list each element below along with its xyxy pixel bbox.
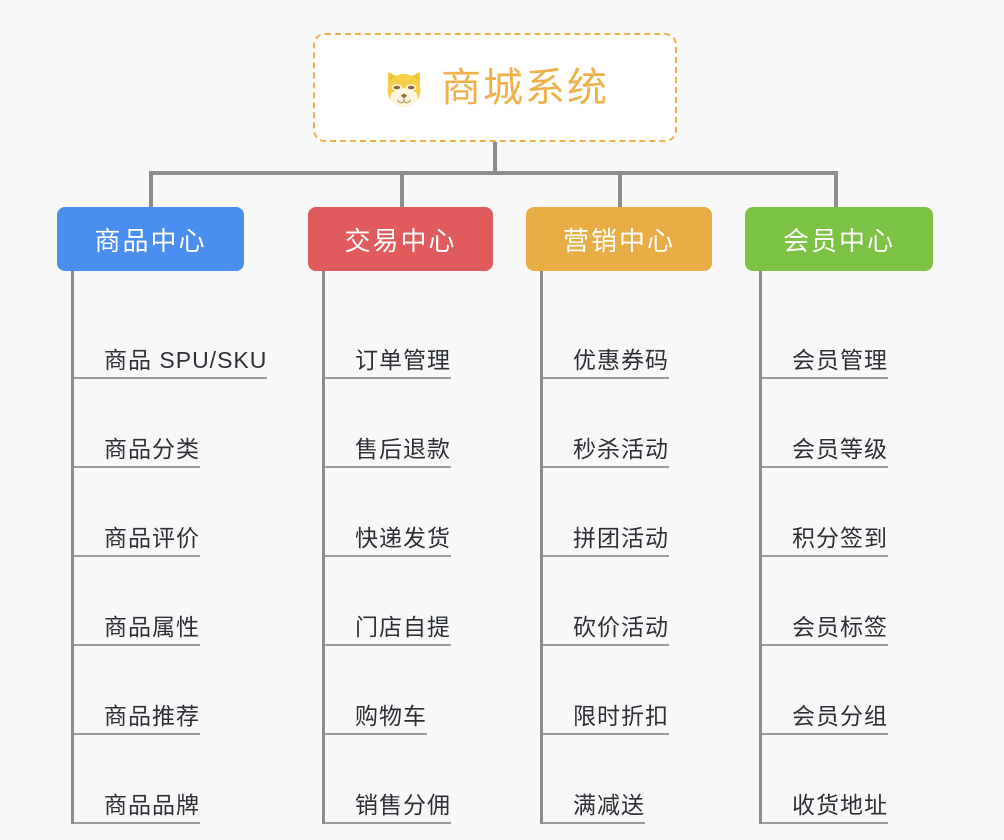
leaf-label: 积分签到 — [762, 525, 888, 557]
list-item[interactable]: 订单管理 — [325, 290, 493, 379]
category-column-4: 会员中心 会员管理 会员等级 积分签到 会员标签 会员分组 收货地址 — [745, 207, 933, 824]
category-label: 营销中心 — [562, 225, 675, 256]
list-item[interactable]: 会员标签 — [762, 557, 933, 646]
category-node-2[interactable]: 交易中心 — [308, 207, 493, 271]
list-item[interactable]: 会员分组 — [762, 646, 933, 735]
connector-root-stem — [493, 142, 497, 174]
list-item[interactable]: 优惠券码 — [543, 290, 712, 379]
leaf-list-2: 订单管理 售后退款 快递发货 门店自提 购物车 销售分佣 — [322, 271, 493, 824]
list-item[interactable]: 积分签到 — [762, 468, 933, 557]
leaf-label: 收货地址 — [762, 792, 888, 824]
leaf-list-4: 会员管理 会员等级 积分签到 会员标签 会员分组 收货地址 — [759, 271, 933, 824]
leaf-label: 商品分类 — [74, 436, 200, 468]
category-label: 商品中心 — [94, 225, 207, 256]
list-item[interactable]: 商品推荐 — [74, 646, 267, 735]
leaf-label: 商品评价 — [74, 525, 200, 557]
leaf-label: 会员分组 — [762, 703, 888, 735]
connector-horizontal-bus — [149, 171, 838, 175]
leaf-label: 门店自提 — [325, 614, 451, 646]
list-item[interactable]: 收货地址 — [762, 735, 933, 824]
category-column-1: 商品中心 商品 SPU/SKU 商品分类 商品评价 商品属性 商品推荐 商品品牌 — [57, 207, 268, 824]
list-item[interactable]: 商品分类 — [74, 379, 267, 468]
leaf-list-3: 优惠券码 秒杀活动 拼团活动 砍价活动 限时折扣 满减送 — [540, 271, 712, 824]
leaf-label: 优惠券码 — [543, 347, 669, 379]
root-title: 商城系统 — [441, 65, 609, 110]
category-column-2: 交易中心 订单管理 售后退款 快递发货 门店自提 购物车 销售分佣 — [308, 207, 493, 824]
category-label: 交易中心 — [344, 225, 457, 256]
leaf-label: 订单管理 — [325, 347, 451, 379]
list-item[interactable]: 商品评价 — [74, 468, 267, 557]
list-item[interactable]: 商品属性 — [74, 557, 267, 646]
leaf-label: 购物车 — [325, 703, 427, 735]
list-item[interactable]: 售后退款 — [325, 379, 493, 468]
list-item[interactable]: 砍价活动 — [543, 557, 712, 646]
leaf-label: 拼团活动 — [543, 525, 669, 557]
leaf-label: 限时折扣 — [543, 703, 669, 735]
list-item[interactable]: 拼团活动 — [543, 468, 712, 557]
leaf-label: 满减送 — [543, 792, 645, 824]
connector-drop-1 — [149, 171, 153, 207]
leaf-label: 会员管理 — [762, 347, 888, 379]
leaf-label: 砍价活动 — [543, 614, 669, 646]
list-item[interactable]: 销售分佣 — [325, 735, 493, 824]
category-node-1[interactable]: 商品中心 — [57, 207, 244, 271]
category-label: 会员中心 — [782, 225, 895, 256]
leaf-label: 商品品牌 — [74, 792, 200, 824]
leaf-label: 售后退款 — [325, 436, 451, 468]
category-node-3[interactable]: 营销中心 — [526, 207, 712, 271]
connector-drop-3 — [618, 171, 622, 207]
list-item[interactable]: 限时折扣 — [543, 646, 712, 735]
leaf-label: 会员等级 — [762, 436, 888, 468]
list-item[interactable]: 满减送 — [543, 735, 712, 824]
leaf-label: 秒杀活动 — [543, 436, 669, 468]
shiba-dog-face-icon — [381, 66, 427, 112]
list-item[interactable]: 门店自提 — [325, 557, 493, 646]
list-item[interactable]: 商品 SPU/SKU — [74, 290, 268, 379]
leaf-label: 会员标签 — [762, 614, 888, 646]
list-item[interactable]: 购物车 — [325, 646, 493, 735]
category-node-4[interactable]: 会员中心 — [745, 207, 933, 271]
leaf-label: 快递发货 — [325, 525, 451, 557]
leaf-label: 商品推荐 — [74, 703, 200, 735]
root-node-mall-system[interactable]: 商城系统 — [313, 33, 677, 142]
list-item[interactable]: 快递发货 — [325, 468, 493, 557]
leaf-label: 商品属性 — [74, 614, 200, 646]
category-column-3: 营销中心 优惠券码 秒杀活动 拼团活动 砍价活动 限时折扣 满减送 — [526, 207, 712, 824]
leaf-list-1: 商品 SPU/SKU 商品分类 商品评价 商品属性 商品推荐 商品品牌 — [71, 271, 268, 824]
list-item[interactable]: 秒杀活动 — [543, 379, 712, 468]
list-item[interactable]: 会员管理 — [762, 290, 933, 379]
connector-drop-2 — [400, 171, 404, 207]
leaf-label: 销售分佣 — [325, 792, 451, 824]
leaf-label: 商品 SPU/SKU — [74, 347, 268, 379]
list-item[interactable]: 会员等级 — [762, 379, 933, 468]
connector-drop-4 — [834, 171, 838, 207]
list-item[interactable]: 商品品牌 — [74, 735, 267, 824]
